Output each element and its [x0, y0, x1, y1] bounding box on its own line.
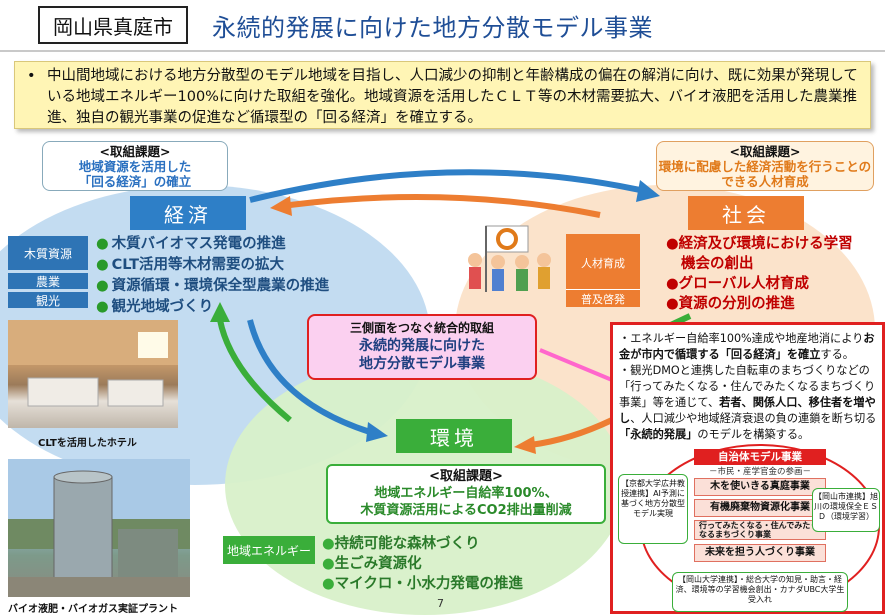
economy-task-box: <取組課題> 地域資源を活用した 「回る経済」の確立 — [42, 141, 228, 191]
society-task-box: <取組課題> 環境に配慮した経済活動を行うことの できる人材育成 — [656, 141, 874, 191]
model-subtitle: －市民・産学官金の参画－ — [708, 467, 811, 477]
summary-bullet: • — [27, 68, 36, 84]
model-row: 有機廃棄物資源化事業 — [694, 499, 826, 517]
society-task-line2: できる人材育成 — [721, 174, 809, 189]
hotel-caption: CLTを活用したホテル — [38, 438, 137, 449]
hotel-room-illustration — [8, 320, 178, 407]
plant-illustration — [8, 459, 190, 597]
society-item: ●経済及び環境における学習 — [666, 236, 853, 252]
environment-task-box: <取組課題> 地域エネルギー自給率100%、 木質資源活用によるCO2排出量削減 — [326, 464, 606, 524]
panel-paragraph-2: ・観光DMOと連携した自転車のまちづくりなどの「行ってみたくなる・住んでみたくな… — [619, 364, 877, 441]
arrow-society-to-econ — [289, 194, 601, 218]
environment-item: ●生ごみ資源化 — [322, 556, 422, 572]
model-row: 行ってみたくなる・住んでみたくなるまちづくり事業 — [694, 520, 826, 540]
summary-box: • 中山間地域における地方分散型のモデル地域を目指し、人口減少の抑制と年齢構成の… — [14, 61, 871, 129]
integrated-initiative-box: 三側面をつなぐ統合的取組 永続的発展に向けた 地方分散モデル事業 — [307, 314, 537, 380]
arrow-head-econ-to-env — [366, 422, 388, 442]
arrow-pink-to-panel — [539, 348, 613, 382]
page-title: 永続的発展に向けた地方分散モデル事業 — [212, 14, 653, 42]
model-row: 未来を担う人づくり事業 — [694, 544, 826, 562]
okayama-univ-box: 【岡山大学連携】・総合大学の知見・助言・経済、環境等の学習機会創出・カナダUBC… — [672, 572, 848, 612]
arrow-env-to-econ — [217, 319, 292, 423]
environment-item: ●マイクロ・小水力発電の推進 — [322, 576, 523, 592]
city-label: 岡山県真庭市 — [38, 6, 188, 44]
society-task-head: <取組課題> — [729, 144, 801, 159]
okayama-city-box: 【岡山市連携】旭川の環境保全ＥＳＤ（環境学習） — [812, 488, 880, 532]
center-line2: 地方分散モデル事業 — [359, 356, 485, 372]
society-task-line1: 環境に配慮した経済活動を行うことの — [658, 159, 872, 174]
kyoto-univ-box: 【京都大学広井教授連携】AI予測に基づく地方分散型モデル実現 — [618, 474, 688, 544]
economy-item: ●資源循環・環境保全型農業の推進 — [96, 278, 330, 294]
summary-text: 中山間地域における地方分散型のモデル地域を目指し、人口減少の抑制と年齢構成の偏在… — [47, 68, 858, 126]
economy-task-line2: 「回る経済」の確立 — [78, 174, 192, 189]
arrow-head-econ-to-society — [636, 180, 660, 202]
economy-items: ●木質バイオマス発電の推進 ●CLT活用等木材需要の拡大 ●資源循環・環境保全型… — [96, 234, 329, 318]
society-item: 機会の創出 — [681, 256, 754, 272]
environment-items: ●持続可能な森林づくり ●生ごみ資源化 ●マイクロ・小水力発電の推進 — [322, 534, 523, 594]
environment-task-line2: 木質資源活用によるCO2排出量削減 — [360, 503, 572, 518]
environment-item: ●持続可能な森林づくり — [322, 536, 480, 552]
plant-caption: バイオ液肥・バイオガス実証プラント — [8, 604, 178, 615]
arrow-head-society-to-econ — [270, 196, 292, 216]
model-row: 木を使いきる真庭事業 — [694, 478, 826, 496]
header-divider — [0, 50, 885, 52]
society-items: ●経済及び環境における学習 機会の創出 ●グローバル人材育成 ●資源の分別の推進 — [666, 234, 853, 314]
economy-task-line1: 地域資源を活用した — [78, 159, 192, 174]
arrow-society-to-env — [529, 417, 614, 448]
label-tourism: 観光 — [8, 292, 88, 308]
label-wood-resources: 木質資源 — [8, 236, 88, 270]
environment-tag: 環境 — [396, 419, 512, 453]
economy-task-head: <取組課題> — [99, 144, 171, 159]
society-item: ●資源の分別の推進 — [666, 296, 795, 312]
page-number: 7 — [437, 597, 444, 610]
panel-paragraph-1: ・エネルギー自給率100%達成や地産地消によりお金が市内で循環する「回る経済」を… — [619, 332, 875, 361]
biogas-plant-photo — [8, 459, 190, 597]
environment-task-line1: 地域エネルギー自給率100%、 — [374, 486, 558, 501]
arrow-head-env-to-econ — [210, 302, 230, 322]
clt-hotel-photo — [8, 320, 178, 428]
society-tag: 社会 — [688, 196, 804, 230]
awareness-label: 普及啓発 — [566, 289, 640, 307]
label-agriculture: 農業 — [8, 273, 88, 289]
arrow-head-society-to-env — [514, 436, 536, 454]
economy-item: ●CLT活用等木材需要の拡大 — [96, 257, 285, 273]
center-line1: 永続的発展に向けた — [359, 338, 485, 354]
economy-tag: 経済 — [130, 196, 246, 230]
local-energy-label: 地域エネルギー — [223, 536, 315, 564]
model-title: 自治体モデル事業 — [694, 449, 826, 465]
center-head: 三側面をつなぐ統合的取組 — [349, 321, 494, 335]
economy-item: ●観光地域づくり — [96, 299, 214, 315]
society-item: ●グローバル人材育成 — [666, 276, 810, 292]
arrow-econ-to-society — [249, 169, 641, 203]
economy-item: ●木質バイオマス発電の推進 — [96, 236, 286, 252]
environment-task-head: <取組課題> — [429, 469, 503, 484]
people-illustration — [468, 225, 551, 292]
arrow-econ-to-env — [247, 319, 371, 435]
hr-development-label: 人材育成 — [566, 234, 640, 292]
